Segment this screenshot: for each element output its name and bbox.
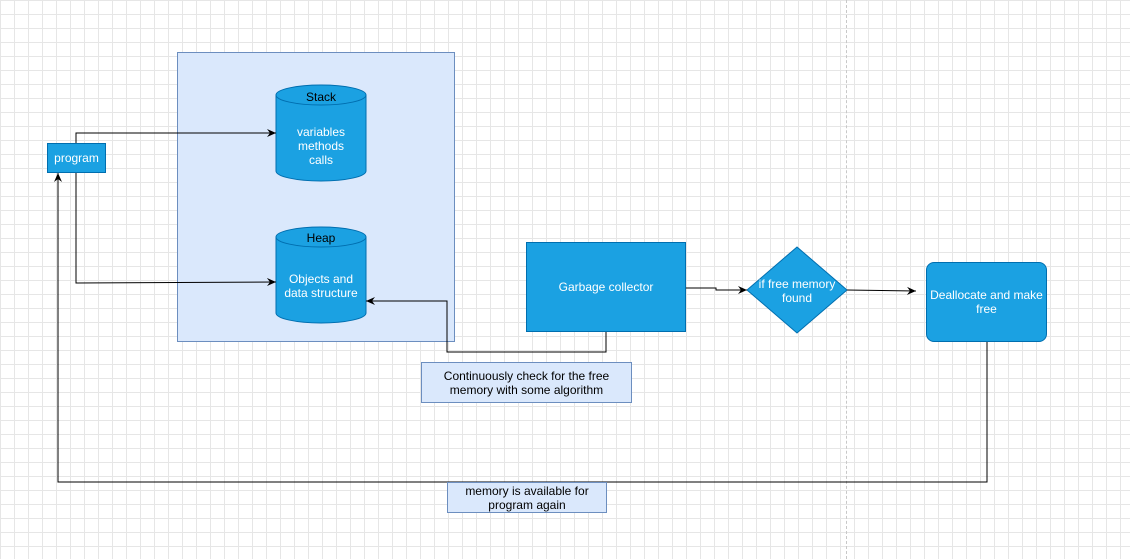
memory-available-text: memory is available for program again — [465, 483, 589, 512]
garbage-collector-label: Garbage collector — [558, 280, 654, 294]
heap-body: Objects and data structure — [284, 272, 358, 300]
deallocate-node[interactable]: Deallocate and make free — [926, 262, 1047, 342]
continuous-check-note[interactable]: Continuously check for the free memory w… — [421, 362, 632, 403]
decision-diamond[interactable] — [746, 246, 848, 334]
heap-title: Heap — [306, 231, 336, 245]
edge-program-to-heap — [75, 157, 277, 287]
decision-label: if free memory found — [758, 277, 836, 305]
program-node[interactable]: program — [47, 143, 106, 173]
stack-body: variables methods calls — [296, 125, 346, 167]
memory-available-note[interactable]: memory is available for program again — [447, 482, 607, 513]
stack-title: Stack — [305, 90, 336, 104]
edge-gc-to-heap — [366, 297, 607, 353]
garbage-collector-node[interactable]: Garbage collector — [526, 242, 686, 332]
edge-deallocate-to-program — [54, 173, 988, 483]
edge-decision-to-deallocate — [846, 286, 917, 295]
stack-cylinder[interactable] — [275, 84, 367, 182]
deallocate-label: Deallocate and make free — [930, 288, 1043, 316]
heap-cylinder[interactable] — [275, 226, 367, 324]
page-divider — [846, 0, 847, 559]
edge-gc-to-decision — [686, 286, 747, 294]
edge-program-to-stack — [75, 129, 276, 157]
program-label: program — [54, 151, 99, 165]
continuous-check-text: Continuously check for the free memory w… — [443, 368, 610, 397]
